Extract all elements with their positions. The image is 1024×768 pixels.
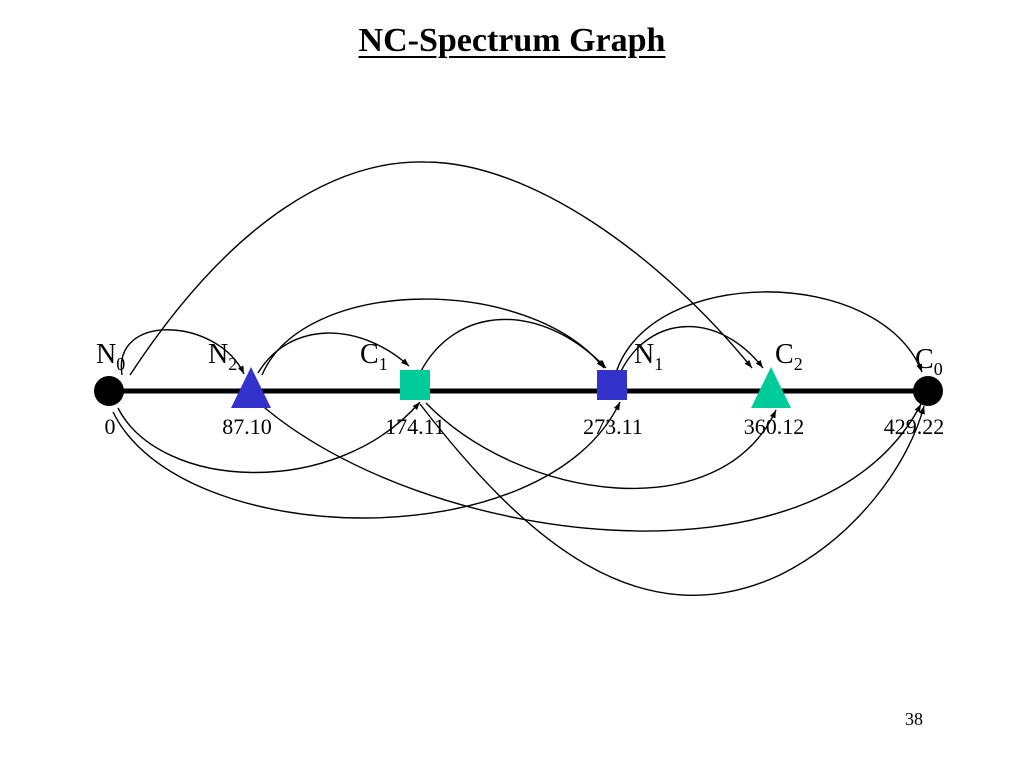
- edge-n2-to-c0: [257, 401, 922, 532]
- labels-layer: N00N287.10C1174.11N1273.11C2360.12C0429.…: [96, 339, 944, 439]
- node-label-c1: C1: [360, 339, 388, 374]
- node-value-c2: 360.12: [744, 414, 805, 439]
- edge-n0-to-n1: [112, 401, 621, 519]
- node-value-c1: 174.11: [385, 414, 445, 439]
- node-subscript-n2: 2: [228, 354, 237, 374]
- nodes-layer: [94, 367, 943, 408]
- node-letter-c1: C: [360, 339, 379, 370]
- node-c1-square: [400, 370, 430, 400]
- edge-n0-to-c1: [117, 401, 421, 474]
- node-letter-c0: C: [915, 344, 934, 375]
- node-value-c0: 429.22: [884, 414, 945, 439]
- node-label-n2: N2: [208, 339, 237, 374]
- node-c2-triangle: [751, 367, 791, 408]
- slide-title: NC-Spectrum Graph: [358, 22, 666, 59]
- node-letter-c2: C: [775, 339, 794, 370]
- edge-n0-to-c2: [129, 161, 753, 376]
- node-subscript-n1: 1: [654, 354, 663, 374]
- node-subscript-c1: 1: [379, 354, 388, 374]
- edges-layer: [112, 161, 925, 596]
- node-c0-circle: [913, 376, 943, 406]
- node-label-n0: N0: [96, 339, 125, 374]
- node-n0-circle: [94, 376, 124, 406]
- edge-n2-to-n1: [261, 298, 605, 376]
- edge-n1-to-c2: [619, 325, 764, 374]
- edge-n1-to-c0: [615, 291, 923, 374]
- edge-n2-to-c1: [257, 332, 410, 374]
- edge-c1-to-n1: [419, 318, 607, 374]
- node-value-n2: 87.10: [222, 414, 272, 439]
- node-letter-n2: N: [208, 339, 228, 370]
- edge-c1-to-c2: [425, 402, 777, 490]
- edge-c1-to-c0: [419, 403, 925, 596]
- node-value-n0: 0: [105, 414, 116, 439]
- node-letter-n0: N: [96, 339, 116, 370]
- node-n1-square: [597, 370, 627, 400]
- page-number: 38: [905, 709, 923, 729]
- node-subscript-c0: 0: [934, 359, 943, 379]
- node-n2-triangle: [231, 367, 271, 408]
- edge-n0-to-n2: [120, 329, 245, 376]
- node-subscript-c2: 2: [794, 354, 803, 374]
- node-value-n1: 273.11: [583, 414, 643, 439]
- node-label-c2: C2: [775, 339, 803, 374]
- node-letter-n1: N: [634, 339, 654, 370]
- node-label-n1: N1: [634, 339, 663, 374]
- node-subscript-n0: 0: [116, 354, 125, 374]
- node-label-c0: C0: [915, 344, 943, 379]
